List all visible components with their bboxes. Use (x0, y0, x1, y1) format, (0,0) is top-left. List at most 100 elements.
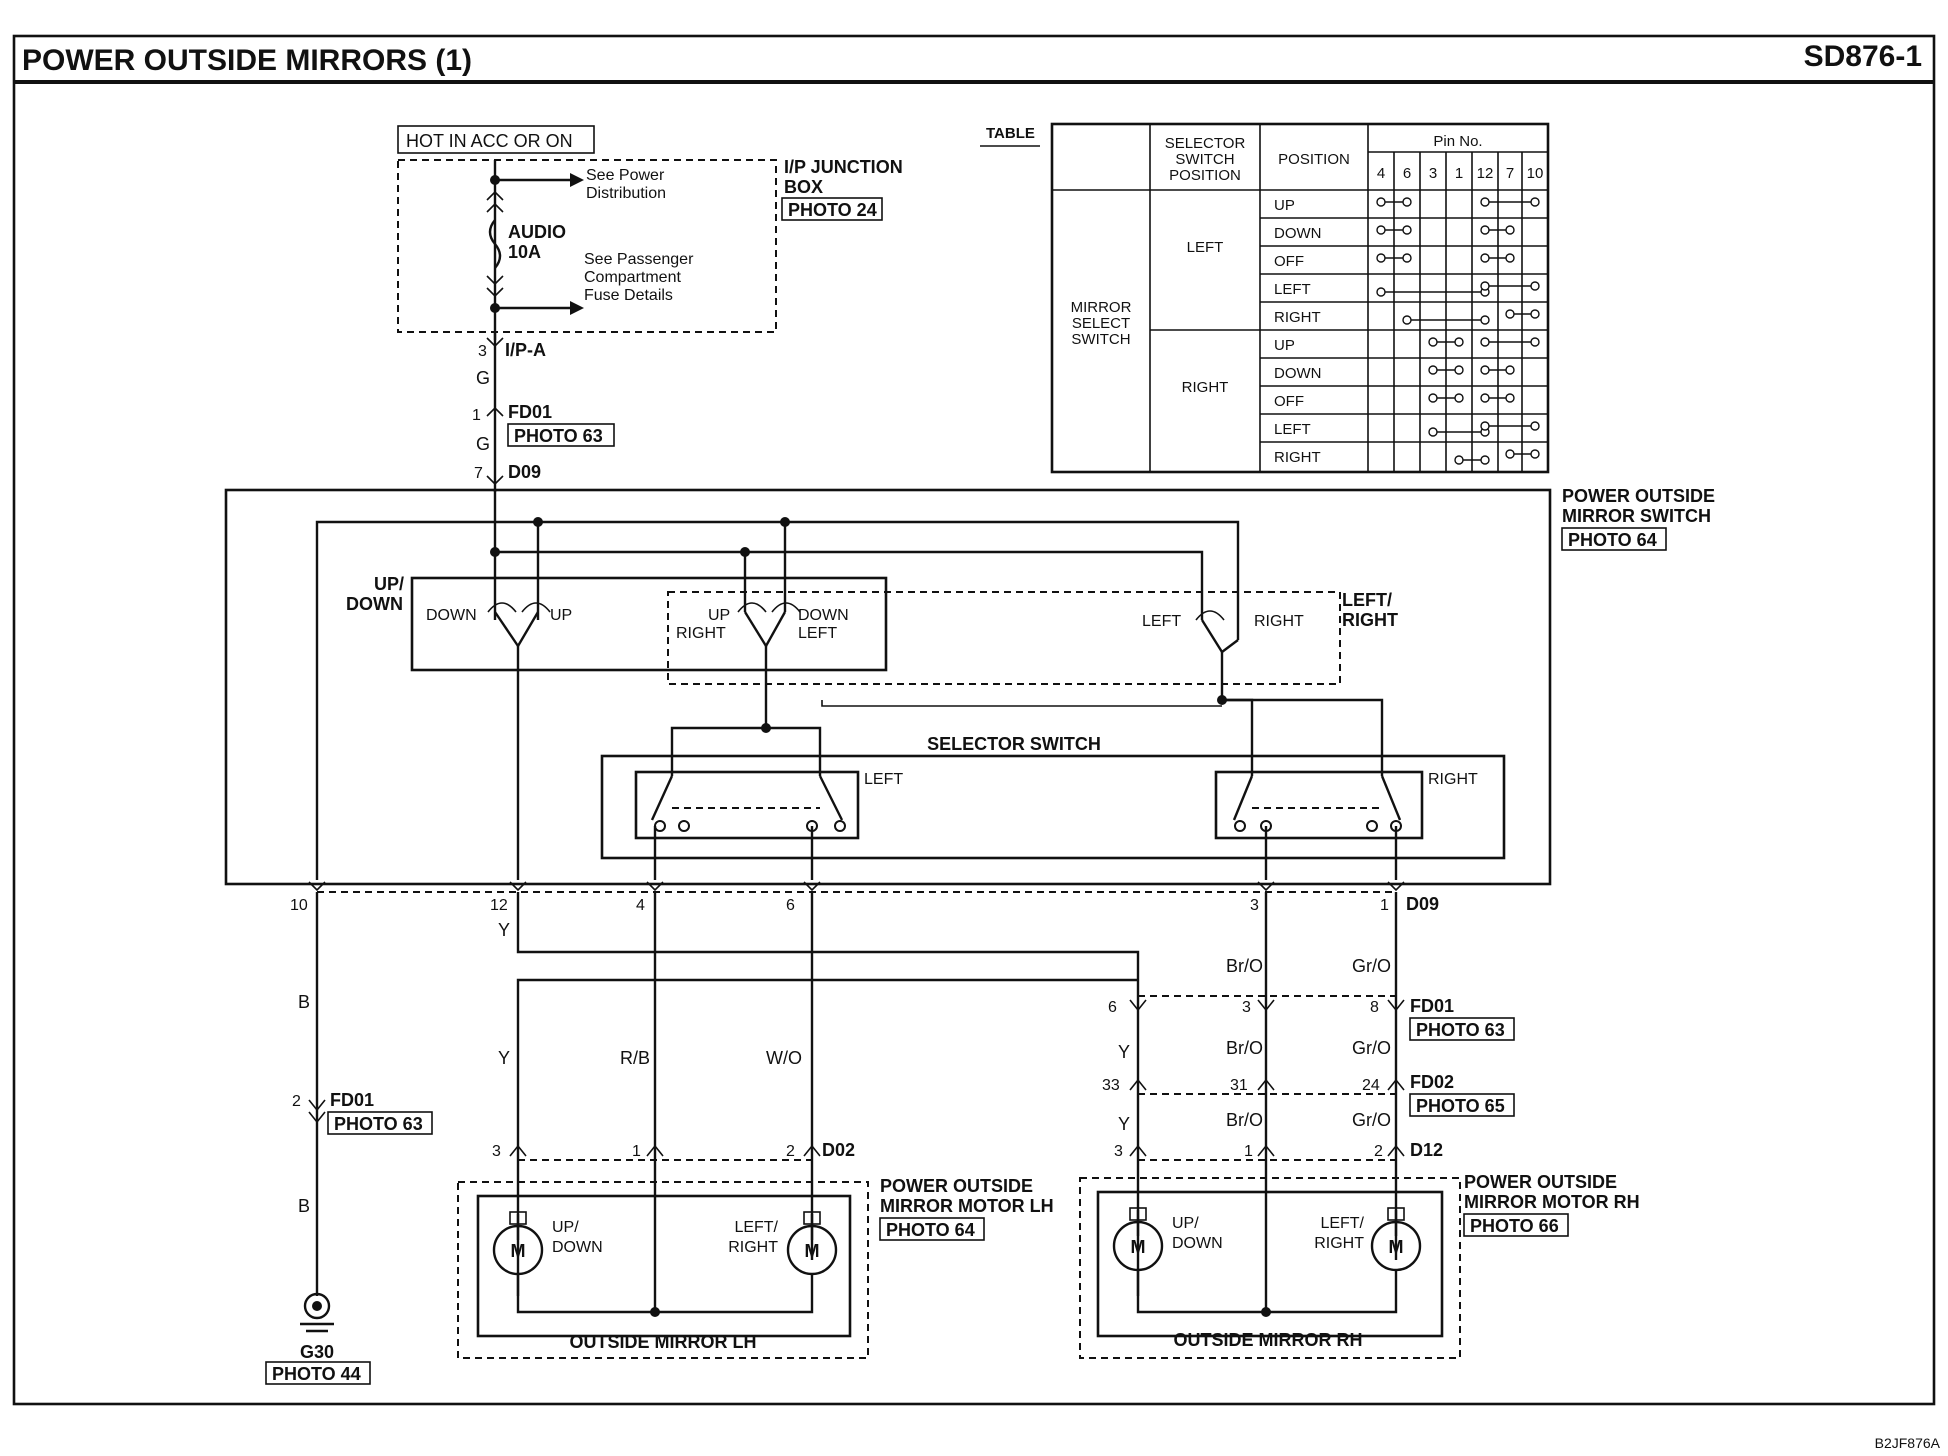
wire-gro-1: Gr/O (1352, 956, 1391, 976)
sw-up-2: UP (708, 607, 730, 624)
th-pin-cell: 7 (1506, 165, 1514, 182)
hot-label: HOT IN ACC OR ON (406, 131, 573, 151)
rh-fd01-pin-8: 8 (1370, 999, 1379, 1016)
wire-bro-3: Br/O (1226, 1110, 1263, 1130)
position-cell: LEFT (1274, 421, 1311, 438)
pin-7-d09: 7 (474, 465, 483, 482)
lh-pin-1: 1 (632, 1143, 641, 1160)
position-cell: UP (1274, 197, 1295, 214)
rh-m-2: M (1389, 1237, 1404, 1257)
photo-65-box (1409, 1093, 1515, 1117)
junction-name-1: I/P JUNCTION (784, 157, 903, 177)
rh-fd01-pin-6: 6 (1108, 999, 1117, 1016)
sw-conn-d09: D09 (1406, 894, 1439, 914)
photo-63-box-c (1409, 1017, 1515, 1041)
switch-output-connector (308, 881, 1405, 893)
sw-updown-1: UP/ (374, 574, 404, 594)
row-group-2: SELECT (1072, 315, 1130, 332)
rh-leftright-1: LEFT/ (1320, 1215, 1364, 1232)
position-cell: RIGHT (1274, 309, 1321, 326)
conn-fd01: FD01 (508, 402, 552, 422)
th-selector-2: SWITCH (1175, 151, 1234, 168)
rh-d12-pin-3: 3 (1114, 1143, 1123, 1160)
wire-g-1: G (476, 368, 490, 388)
lh-m-1: M (511, 1241, 526, 1261)
photo-64-a: PHOTO 64 (1568, 530, 1657, 550)
rh-motor-name-1: POWER OUTSIDE (1464, 1172, 1617, 1192)
row-group-1: MIRROR (1071, 299, 1132, 316)
position-cell: UP (1274, 337, 1295, 354)
wire-gro-3: Gr/O (1352, 1110, 1391, 1130)
gnd-conn: FD01 (330, 1090, 374, 1110)
photo-44-box (265, 1361, 371, 1385)
wire-rb: R/B (620, 1048, 650, 1068)
see-power-2: Distribution (586, 185, 666, 202)
page-frame (12, 34, 1936, 1406)
rh-fd02-pin-33: 33 (1102, 1077, 1120, 1094)
sw-pin-4: 4 (636, 897, 645, 914)
photo-63-c: PHOTO 63 (1416, 1020, 1505, 1040)
rh-box-label: OUTSIDE MIRROR RH (1174, 1330, 1363, 1350)
table-caption: TABLE (986, 125, 1035, 142)
wire-y-top: Y (498, 920, 510, 940)
photo-66-box (1463, 1213, 1569, 1237)
fuse-name: AUDIO (508, 222, 566, 242)
lh-leftright-1: LEFT/ (734, 1219, 778, 1236)
see-fuse-3: Fuse Details (584, 287, 673, 304)
photo-63-a: PHOTO 63 (514, 426, 603, 446)
lh-pin-2: 2 (786, 1143, 795, 1160)
sw-up: UP (550, 607, 572, 624)
sw-right-3: RIGHT (1254, 613, 1304, 630)
wire-y-lh: Y (498, 1048, 510, 1068)
rh-m-1: M (1131, 1237, 1146, 1257)
photo-63-box-a (507, 423, 615, 447)
outside-mirror-lh (457, 1181, 869, 1359)
position-cell: OFF (1274, 253, 1304, 270)
th-pin-cell: 4 (1377, 165, 1385, 182)
photo-64-box-b (879, 1217, 985, 1241)
wire-b-2: B (298, 1196, 310, 1216)
photo-44: PHOTO 44 (272, 1364, 361, 1384)
page-title: POWER OUTSIDE MIRRORS (1) (22, 44, 472, 77)
selector-left: LEFT (864, 771, 903, 788)
footer-ref: B2JF876A (1875, 1435, 1941, 1451)
sw-down-2: DOWN (798, 607, 849, 624)
conn-ipa: I/P-A (505, 340, 546, 360)
wire-gro-2: Gr/O (1352, 1038, 1391, 1058)
wire-bro-1: Br/O (1226, 956, 1263, 976)
ip-junction-box (397, 125, 777, 340)
row-group-3: SWITCH (1071, 331, 1130, 348)
photo-63-b: PHOTO 63 (334, 1114, 423, 1134)
photo-63-box-b (327, 1111, 433, 1135)
harness-wires (308, 892, 1405, 1312)
gnd-pin: 2 (292, 1093, 301, 1110)
lh-updown-2: DOWN (552, 1239, 603, 1256)
th-pin: Pin No. (1433, 133, 1482, 150)
sw-updown-2: DOWN (346, 594, 403, 614)
photo-24-box (781, 197, 883, 221)
lh-m-2: M (805, 1241, 820, 1261)
rh-motor-name-2: MIRROR MOTOR RH (1464, 1192, 1640, 1212)
mirror-switch-name-1: POWER OUTSIDE (1562, 486, 1715, 506)
selector-switch-label: SELECTOR SWITCH (927, 734, 1101, 754)
th-pin-cell: 3 (1429, 165, 1437, 182)
photo-66: PHOTO 66 (1470, 1216, 1559, 1236)
photo-64-box-a (1561, 527, 1667, 551)
selector-right: RIGHT (1428, 771, 1478, 788)
rh-updown-1: UP/ (1172, 1215, 1199, 1232)
fuse-rating: 10A (508, 242, 541, 262)
lh-updown-1: UP/ (552, 1219, 579, 1236)
sw-left-3: LEFT (1142, 613, 1181, 630)
see-power-1: See Power (586, 167, 665, 184)
rh-leftright-2: RIGHT (1314, 1235, 1364, 1252)
th-pin-cell: 6 (1403, 165, 1411, 182)
rh-fd02: FD02 (1410, 1072, 1454, 1092)
th-selector-1: SELECTOR (1165, 135, 1246, 152)
position-cell: LEFT (1274, 281, 1311, 298)
wire-wo: W/O (766, 1048, 802, 1068)
lh-motor-name-2: MIRROR MOTOR LH (880, 1196, 1054, 1216)
photo-24: PHOTO 24 (788, 200, 877, 220)
sw-pin-1: 1 (1380, 897, 1389, 914)
position-cell: DOWN (1274, 225, 1322, 242)
